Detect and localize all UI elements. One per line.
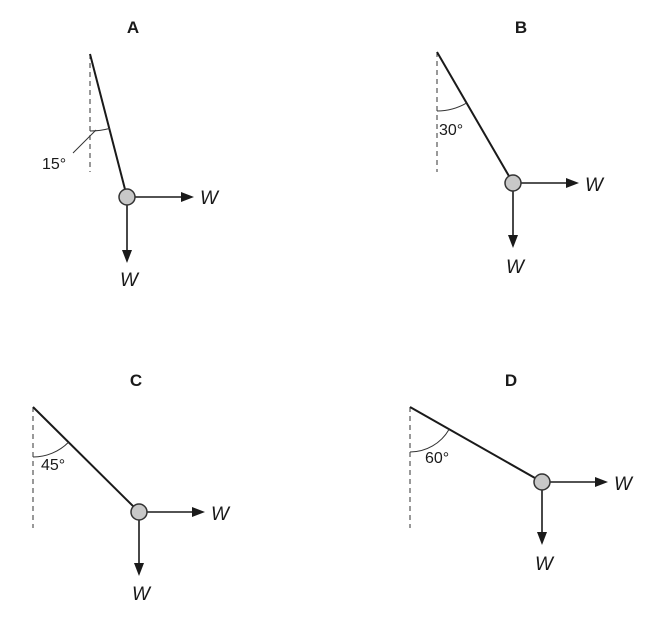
force-label-vertical-a: W: [120, 270, 140, 291]
string-c: [32, 406, 140, 513]
force-label-horizontal-a: W: [200, 188, 220, 209]
panel-a: A 15° W W: [42, 18, 220, 291]
angle-arc-d: [409, 429, 450, 453]
arrow-head-horizontal-d: [595, 477, 608, 487]
force-label-vertical-b: W: [506, 257, 526, 278]
angle-arc-b: [436, 102, 467, 112]
arrow-head-horizontal-a: [181, 192, 194, 202]
arrow-head-horizontal-c: [192, 507, 205, 517]
pendulum-bob-d: [533, 473, 551, 491]
pendulum-bob-c: [130, 503, 148, 521]
pendulum-bob-a: [118, 188, 136, 206]
arrow-head-vertical-c: [134, 563, 144, 576]
arrow-head-vertical-d: [537, 532, 547, 545]
arrow-head-horizontal-b: [566, 178, 579, 188]
angle-leader-a: [72, 129, 97, 154]
force-label-horizontal-c: W: [211, 504, 231, 525]
arrow-head-vertical-a: [122, 250, 132, 263]
arrow-head-vertical-b: [508, 235, 518, 248]
string-b: [436, 51, 514, 184]
angle-label-c: 45°: [41, 457, 65, 474]
force-label-vertical-c: W: [132, 584, 152, 605]
angle-arc-c: [32, 442, 69, 458]
string-a: [89, 53, 128, 198]
string-d: [409, 406, 543, 483]
panel-label-b: B: [515, 18, 527, 37]
angle-arc-a: [89, 127, 111, 132]
panel-label-a: A: [127, 18, 139, 37]
angle-label-b: 30°: [439, 122, 463, 139]
force-label-horizontal-d: W: [614, 474, 634, 495]
angle-label-a: 15°: [42, 156, 66, 173]
force-label-vertical-d: W: [535, 554, 555, 575]
pendulum-bob-b: [504, 174, 522, 192]
panel-c: C 45° W W: [32, 371, 231, 605]
angle-label-d: 60°: [425, 450, 449, 467]
panel-label-d: D: [505, 371, 517, 390]
force-label-horizontal-b: W: [585, 175, 605, 196]
panel-b: B 30° W W: [436, 18, 605, 278]
panel-label-c: C: [130, 371, 142, 390]
panel-d: D 60° W W: [409, 371, 634, 575]
